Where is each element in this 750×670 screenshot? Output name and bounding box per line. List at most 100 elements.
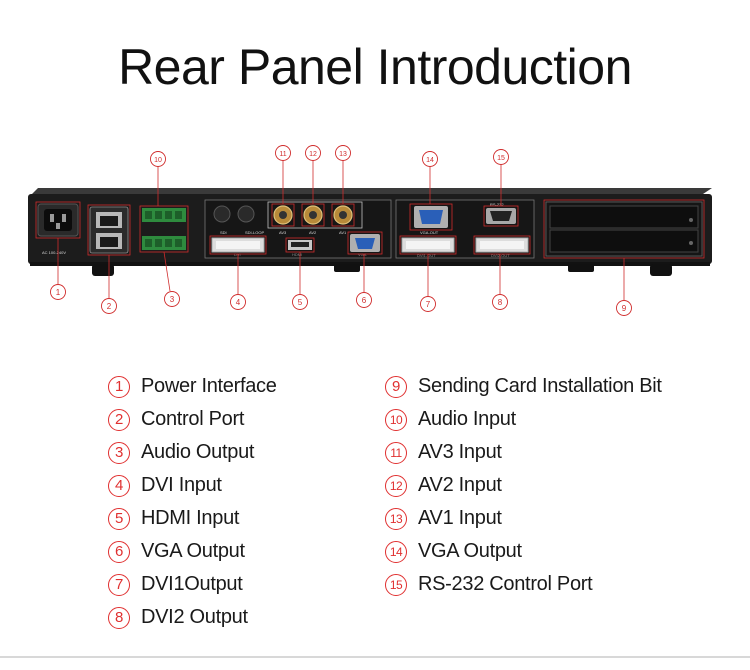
legend-number-badge: 15 [385, 573, 407, 596]
legend-item: 13 AV1 Input [385, 502, 662, 535]
callout-4: 4 [236, 298, 241, 307]
rear-panel-diagram: AC 100-240V SDI SDI-LOOP AV3 [28, 145, 712, 316]
device-bottom-lip [30, 262, 710, 266]
legend-item: 15 RS-232 Control Port [385, 568, 662, 601]
legend-item: 12 AV2 Input [385, 469, 662, 502]
sdi-label: SDI [220, 230, 227, 235]
callout-6: 6 [362, 296, 367, 305]
callout-1: 1 [56, 288, 61, 297]
legend-number-badge: 12 [385, 474, 407, 497]
bottom-divider [0, 656, 750, 658]
callout-14: 14 [426, 157, 434, 164]
legend-item: 14 VGA Output [385, 535, 662, 568]
callout-8: 8 [498, 298, 503, 307]
power-socket: AC 100-240V [37, 203, 79, 255]
legend-label: Audio Input [418, 408, 516, 430]
legend-item: 6 VGA Output [108, 535, 277, 568]
callout-7: 7 [426, 300, 431, 309]
dvi2-out-label: DVI2-OUT [491, 253, 510, 258]
legend-number-badge: 9 [385, 375, 407, 398]
hdmi-input-port: HDMI [288, 240, 312, 257]
av1-label: AV1 [339, 230, 347, 235]
callout-12: 12 [309, 151, 317, 158]
callout-leaders [57, 160, 625, 300]
legend-label: DVI2 Output [141, 606, 248, 628]
legend-label: Audio Output [141, 441, 255, 463]
legend-item: 9 Sending Card Installation Bit [385, 370, 662, 403]
dvi1-out-label: DVI1-OUT [417, 253, 436, 258]
legend-item: 4 DVI Input [108, 469, 277, 502]
callout-11: 11 [279, 151, 286, 158]
legend-label: AV1 Input [418, 507, 502, 529]
av1-bnc [333, 205, 353, 225]
sdi-loop-label: SDI-LOOP [245, 230, 264, 235]
vga-input-port: VGA [350, 234, 380, 257]
rs232-label: RS-232 [490, 202, 504, 207]
hdmi-label: HDMI [292, 252, 302, 257]
callout-15: 15 [497, 155, 505, 162]
sdi-loop-connector [237, 205, 255, 223]
legend-item: 10 Audio Input [385, 403, 662, 436]
ethernet-ports [89, 206, 129, 254]
legend-item: 1 Power Interface [108, 370, 277, 403]
foot-mid-left [334, 264, 360, 272]
legend-right-column: 9 Sending Card Installation Bit 10 Audio I… [385, 370, 662, 601]
legend-number-badge: 5 [108, 507, 130, 530]
legend-label: DVI Input [141, 474, 222, 496]
callout-2: 2 [107, 302, 112, 311]
callout-10: 10 [154, 157, 162, 164]
legend-label: VGA Output [418, 540, 522, 562]
av2-bnc [303, 205, 323, 225]
legend-item: 2 Control Port [108, 403, 277, 436]
legend-label: RS-232 Control Port [418, 573, 593, 595]
dvi1-output-port: DVI1-OUT [401, 237, 455, 258]
av3-label: AV3 [279, 230, 287, 235]
legend-number-badge: 2 [108, 408, 130, 431]
legend-number-badge: 10 [385, 408, 407, 431]
callout-3: 3 [170, 295, 175, 304]
vga-label: VGA [358, 252, 367, 257]
legend-item: 5 HDMI Input [108, 502, 277, 535]
dvi2-output-port: DVI2-OUT [475, 237, 529, 258]
foot-right [650, 264, 672, 276]
page-title: Rear Panel Introduction [118, 39, 632, 95]
bnc-group [267, 201, 363, 229]
legend-label: Control Port [141, 408, 245, 430]
audio-terminals [142, 208, 186, 250]
legend-label: Power Interface [141, 375, 277, 397]
legend-number-badge: 8 [108, 606, 130, 629]
av3-bnc [273, 205, 293, 225]
dvi-input-port: DVI [211, 237, 265, 257]
legend-number-badge: 6 [108, 540, 130, 563]
dvi-label: DVI [234, 252, 241, 257]
legend-label: AV2 Input [418, 474, 502, 496]
legend-label: HDMI Input [141, 507, 240, 529]
legend-item: 7 DVI1Output [108, 568, 277, 601]
sending-card-bay [545, 201, 703, 257]
legend-label: Sending Card Installation Bit [418, 375, 662, 397]
callout-5: 5 [298, 298, 303, 307]
legend-number-badge: 4 [108, 474, 130, 497]
callout-13: 13 [339, 151, 347, 158]
foot-left [92, 264, 114, 276]
legend-number-badge: 7 [108, 573, 130, 596]
legend-number-badge: 11 [385, 441, 407, 464]
av2-label: AV2 [309, 230, 317, 235]
legend-number-badge: 1 [108, 375, 130, 398]
legend-item: 8 DVI2 Output [108, 601, 277, 634]
legend-label: VGA Output [141, 540, 245, 562]
legend-label: DVI1Output [141, 573, 243, 595]
callout-circles [50, 145, 632, 316]
vga-output-port: VGA-OUT [414, 206, 448, 235]
callout-9: 9 [622, 304, 627, 313]
legend-label: AV3 Input [418, 441, 502, 463]
legend-number-badge: 14 [385, 540, 407, 563]
rs232-port: RS-232 [486, 202, 516, 224]
legend-item: 11 AV3 Input [385, 436, 662, 469]
legend-number-badge: 13 [385, 507, 407, 530]
sdi-connector [213, 205, 231, 223]
vga-out-label: VGA-OUT [420, 230, 439, 235]
power-label: AC 100-240V [42, 250, 66, 255]
